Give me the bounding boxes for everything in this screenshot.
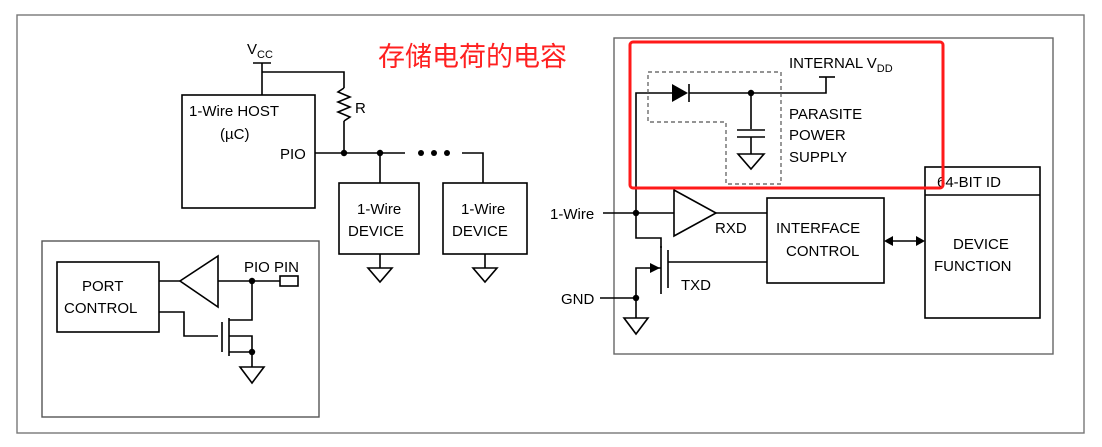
port-mosfet-body — [229, 335, 253, 352]
bus-ellipsis-dot-3 — [444, 150, 450, 156]
pio-pin-pad — [279, 275, 299, 287]
internal-vdd-label: INTERNAL VDD — [789, 55, 893, 75]
pio-pin-label: PIO PIN — [244, 259, 299, 276]
parasite-input-wire — [635, 92, 672, 213]
parasite-label-3: SUPPLY — [789, 149, 847, 166]
port-mosfet-drain — [229, 281, 253, 321]
rxd-buffer-triangle — [673, 188, 718, 238]
bus-junction-1 — [340, 149, 348, 157]
interface-label-2: CONTROL — [786, 243, 859, 260]
device-internal-block: 64-BIT ID DEVICE FUNCTION INTERNAL VDD P… — [550, 37, 1054, 355]
parasite-dashed-outline — [647, 71, 782, 185]
highlight-box — [628, 40, 945, 190]
parasite-label-2: POWER — [789, 127, 846, 144]
resistor-label: R — [355, 100, 366, 117]
device-ground-icon — [622, 317, 650, 336]
txd-source-wire — [635, 267, 661, 298]
interface-control-box — [766, 197, 885, 284]
vcc-label: VCC — [247, 41, 273, 61]
capacitor-annotation: 存储电荷的电容 — [378, 42, 567, 73]
host-section: VCC R 1-Wire HOST (µC) PIO 1-Wire DEVICE… — [181, 41, 528, 284]
device1-label-1: 1-Wire — [357, 201, 401, 218]
parasite-label-1: PARASITE — [789, 106, 862, 123]
txd-body-arrow-icon — [650, 263, 660, 273]
device-function-label-2: FUNCTION — [934, 258, 1012, 275]
arrow-left-icon — [884, 236, 893, 246]
port-gate-wire — [159, 311, 218, 337]
outer-frame — [16, 14, 1085, 434]
vcc-to-resistor-wire — [262, 71, 345, 88]
device-function-label-1: DEVICE — [953, 236, 1009, 253]
host-subtitle: (µC) — [220, 126, 249, 143]
parasite-diode-icon — [672, 84, 688, 102]
device-function-box — [924, 166, 1041, 319]
port-control-box — [56, 261, 160, 333]
port-control-label-1: PORT — [82, 278, 123, 295]
device2-ground-icon — [471, 267, 499, 284]
port-control-label-2: CONTROL — [64, 300, 137, 317]
bus-ellipsis-dot-1 — [418, 150, 424, 156]
port-control-inset: PORT CONTROL PIO PIN — [41, 240, 320, 418]
port-inset-frame — [41, 240, 320, 418]
interface-label-1: INTERFACE — [776, 220, 860, 237]
host-title: 1-Wire HOST — [189, 103, 279, 120]
gnd-label: GND — [561, 291, 595, 308]
port-ground-icon — [238, 366, 266, 385]
parasite-output-wire — [689, 77, 827, 94]
id64-label: 64-BIT ID — [937, 174, 1001, 191]
device2-label-1: 1-Wire — [461, 201, 505, 218]
port-buffer-triangle — [178, 254, 219, 309]
device1-ground-icon — [366, 267, 394, 284]
host-pio-label: PIO — [280, 146, 306, 163]
bus-1wire-label: 1-Wire — [550, 206, 594, 223]
rxd-label: RXD — [715, 220, 747, 237]
bus-wire-right — [462, 152, 484, 183]
device1-label-2: DEVICE — [348, 223, 404, 240]
bus-ellipsis-dot-2 — [431, 150, 437, 156]
port-mosfet-source — [229, 351, 253, 367]
port-mosfet-junction — [248, 348, 256, 356]
device2-box — [442, 182, 528, 255]
device2-label-2: DEVICE — [452, 223, 508, 240]
parasite-ground-icon — [736, 153, 766, 171]
txd-drain-wire — [635, 213, 662, 248]
arrow-right-icon — [916, 236, 925, 246]
pullup-resistor — [335, 87, 353, 122]
device-internal-frame — [613, 37, 1054, 355]
host-box — [181, 94, 316, 209]
device1-box — [338, 182, 420, 255]
txd-label: TXD — [681, 277, 711, 294]
